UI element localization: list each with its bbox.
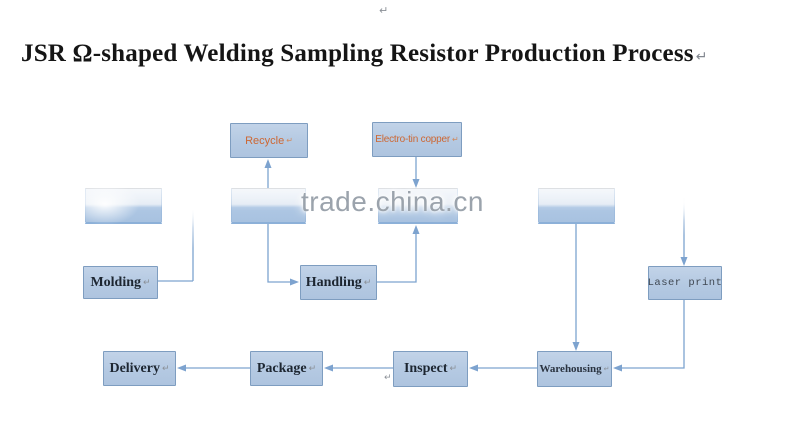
connector-laserprint-to-warehousing [613,300,685,372]
node-delivery-return-mark: ↵ [161,363,170,374]
connector-package-to-delivery [177,364,250,372]
title-return-mark: ↵ [695,49,708,65]
node-package: Package ↵ [250,351,323,386]
node-electro-tin-copper: Electro-tin copper ↵ [372,122,462,157]
node-molding: Molding ↵ [83,266,158,299]
node-warehousing-return-mark: ↵ [603,365,610,373]
connector-f4-to-warehousing [572,224,580,351]
node-handling: Handling ↵ [300,265,377,300]
node-recycle: Recycle ↵ [230,123,308,158]
node-inspect: Inspect ↵ [393,351,468,387]
node-warehousing-label: Warehousing [539,363,602,375]
connector-warehousing-to-inspect [469,364,537,372]
node-package-label: Package [256,360,307,376]
node-electro-tin-copper-return-mark: ↵ [452,135,459,144]
page-title: JSR Ω-shaped Welding Sampling Resistor P… [21,40,708,68]
bleach-blob-laser-line [660,183,708,221]
node-recycle-label: Recycle [245,134,285,147]
page-title-text: JSR Ω-shaped Welding Sampling Resistor P… [21,40,694,67]
node-electro-tin-copper-label: Electro-tin copper [375,134,451,145]
node-laser-print-label: Laser print [647,277,723,289]
node-laser-print: Laser print [648,266,722,300]
stray-return-top: ↵ [379,4,389,17]
connector-inspect-to-package [324,364,393,372]
node-recycle-return-mark: ↵ [286,136,293,145]
connector-handling-to-f3 [377,225,420,283]
connector-electrotin-to-f3 [412,157,420,188]
node-handling-label: Handling [305,274,362,290]
node-inspect-return-mark: ↵ [449,364,458,374]
bleach-blob-molding-line [172,186,216,228]
node-molding-label: Molding [90,274,142,290]
node-inspect-label: Inspect [403,361,448,376]
connector-f2-to-handling [267,224,299,286]
node-delivery-label: Delivery [109,360,160,376]
watermark-text: trade.china.cn [301,186,484,217]
node-molding-return-mark: ↵ [143,277,151,288]
node-handling-return-mark: ↵ [363,277,372,288]
connector-f2-to-recycle [264,159,272,188]
node-warehousing: Warehousing ↵ [537,351,612,387]
bleach-blob-left [70,183,140,225]
stray-return-inspect: ↵ [384,373,392,383]
node-delivery: Delivery ↵ [103,351,176,386]
node-package-return-mark: ↵ [308,363,317,374]
